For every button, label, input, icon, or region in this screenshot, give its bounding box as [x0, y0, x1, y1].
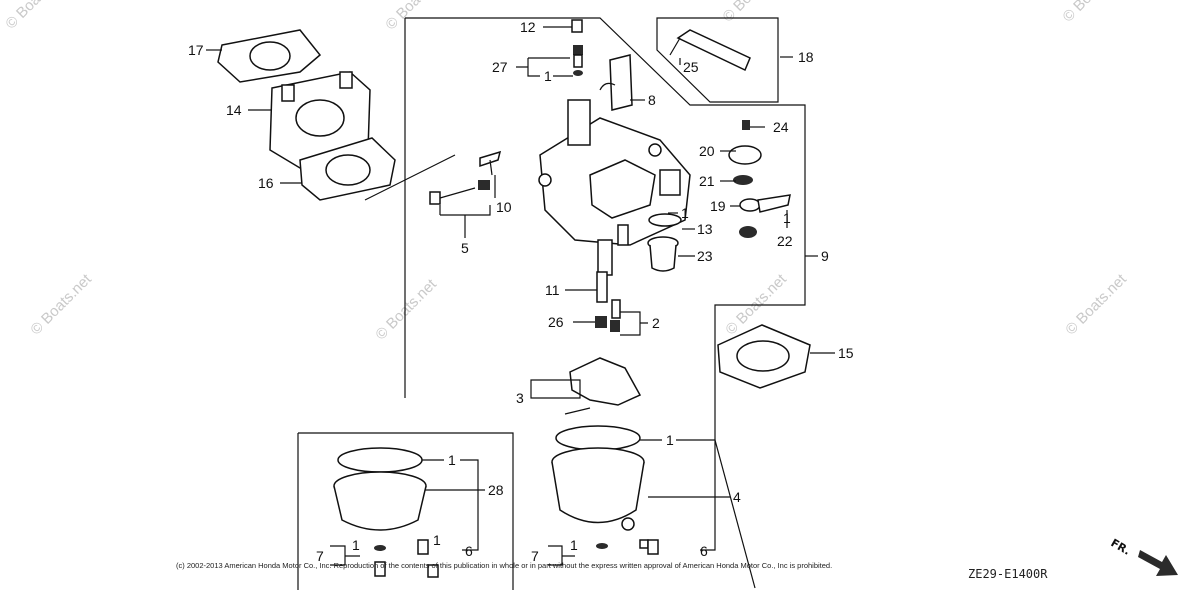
arrow-icon	[1138, 550, 1178, 576]
callout-26[interactable]: 26	[548, 314, 564, 330]
jet-parts[interactable]	[595, 271, 621, 332]
right-parts[interactable]	[728, 120, 791, 238]
float-chamber-4[interactable]	[551, 425, 659, 555]
callout-5[interactable]: 5	[461, 240, 469, 256]
gasket-16[interactable]	[299, 137, 396, 201]
callout-19[interactable]: 19	[710, 198, 726, 214]
callout-21[interactable]: 21	[699, 173, 715, 189]
callout-18[interactable]: 18	[798, 49, 814, 65]
callout-16[interactable]: 16	[258, 175, 274, 191]
insulator-14[interactable]	[269, 71, 371, 169]
callout-15[interactable]: 15	[838, 345, 854, 361]
gasket-15[interactable]	[717, 324, 811, 389]
screw-12[interactable]	[571, 19, 583, 76]
callout-1[interactable]: 1	[544, 68, 552, 84]
lever-25[interactable]	[669, 29, 751, 72]
callout-1[interactable]: 1	[681, 205, 689, 221]
callout-7[interactable]: 7	[531, 548, 539, 564]
part-8[interactable]	[599, 54, 633, 111]
gasket-17[interactable]	[217, 29, 322, 83]
callout-14[interactable]: 14	[226, 102, 242, 118]
callout-12[interactable]: 12	[520, 19, 536, 35]
callout-8[interactable]: 8	[648, 92, 656, 108]
watermark: © Boats.net	[1059, 0, 1127, 26]
callout-3[interactable]: 3	[516, 390, 524, 406]
callout-27[interactable]: 27	[492, 59, 508, 75]
callout-1[interactable]: 1	[433, 532, 441, 548]
callout-1[interactable]: 1	[448, 452, 456, 468]
float-chamber-28[interactable]	[333, 447, 439, 578]
callout-6[interactable]: 6	[465, 543, 473, 559]
lever-sub-box	[656, 17, 779, 103]
callout-1[interactable]: 1	[570, 537, 578, 553]
callout-28[interactable]: 28	[488, 482, 504, 498]
callout-20[interactable]: 20	[699, 143, 715, 159]
float-chamber-box	[297, 432, 514, 590]
callout-9[interactable]: 9	[821, 248, 829, 264]
front-direction-indicator: FR.	[1109, 536, 1178, 576]
direction-label: FR.	[1109, 536, 1133, 557]
diagram-code: ZE29-E1400R	[968, 567, 1048, 581]
callout-25[interactable]: 25	[683, 59, 699, 75]
callout-6[interactable]: 6	[700, 543, 708, 559]
o-ring-13[interactable]	[648, 213, 682, 227]
watermark: © Boats.net	[382, 0, 450, 33]
float-3[interactable]	[564, 357, 642, 415]
watermark: © Boats.net	[1062, 270, 1130, 338]
callout-7[interactable]: 7	[316, 548, 324, 564]
watermark: © Boats.net	[372, 275, 440, 343]
callout-11[interactable]: 11	[545, 282, 560, 298]
callout-13[interactable]: 13	[697, 221, 713, 237]
watermark: © Boats.net	[27, 270, 95, 338]
callout-24[interactable]: 24	[773, 119, 789, 135]
part-23[interactable]	[647, 236, 679, 272]
callout-22[interactable]: 22	[777, 233, 793, 249]
callout-23[interactable]: 23	[697, 248, 713, 264]
leader-line	[364, 154, 456, 201]
screw-10[interactable]	[479, 150, 502, 176]
carburetor-body[interactable]	[538, 99, 691, 276]
watermark: © Boats.net	[2, 0, 70, 33]
callouts: 17 14 16 12 27 1 8 10 5 24 20 21 19 1 22…	[188, 19, 854, 564]
callout-1[interactable]: 1	[783, 210, 791, 226]
watermark: © Boats.net	[719, 0, 787, 26]
copyright-notice: (c) 2002-2013 American Honda Motor Co., …	[176, 561, 832, 570]
assembly-boundary-line	[405, 17, 806, 589]
callout-1[interactable]: 1	[666, 432, 674, 448]
screw-set-5[interactable]	[429, 180, 490, 205]
callout-17[interactable]: 17	[188, 42, 204, 58]
callout-2[interactable]: 2	[652, 315, 660, 331]
callout-1[interactable]: 1	[352, 537, 360, 553]
leaders	[206, 26, 835, 566]
callout-10[interactable]: 10	[496, 199, 512, 215]
callout-4[interactable]: 4	[733, 489, 741, 505]
